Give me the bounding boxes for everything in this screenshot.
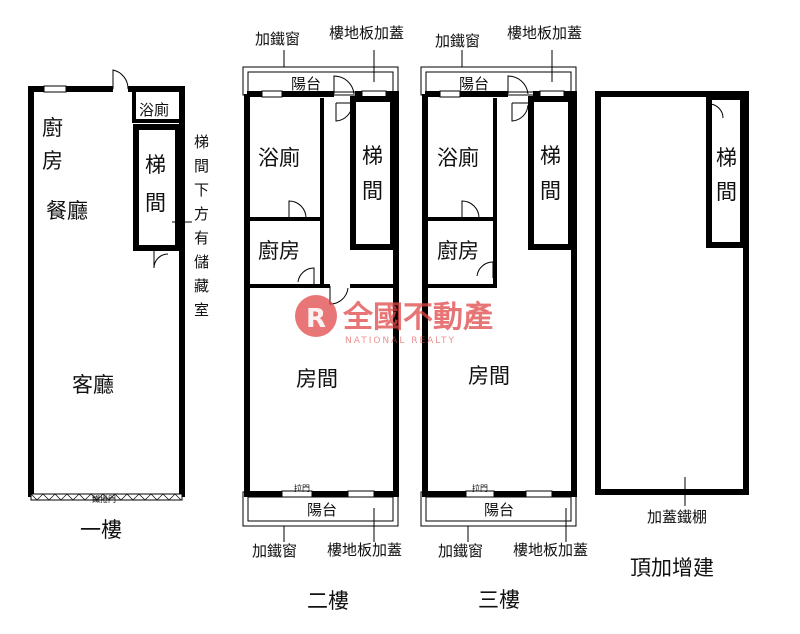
floor1-stairs-char: 梯 <box>145 153 166 177</box>
floor2-balcony-top-label: 陽台 <box>291 75 321 93</box>
rooftop-stairs-wall <box>706 94 746 248</box>
svg-text:R: R <box>306 304 326 334</box>
floor1-storage-note-char: 下 <box>194 181 209 199</box>
floor1-door-label: 鐵捲門 <box>92 494 116 504</box>
floor3-stairs-wall <box>528 96 574 250</box>
floor3-iron-window-bottom: 加鐵窗 <box>438 542 483 560</box>
floor3-iron-window-top: 加鐵窗 <box>435 32 480 50</box>
floor3-floor-cover-bottom: 樓地板加蓋 <box>513 541 588 559</box>
floor2-balcony-bottom-label: 陽台 <box>307 501 337 519</box>
floor2-stairs-char: 梯 <box>362 144 383 168</box>
floor3-kitchen-wall <box>425 219 497 288</box>
floor1-living-label: 客廳 <box>72 373 114 397</box>
floor1-rolling-door <box>30 493 183 501</box>
rooftop-stairs-char: 間 <box>716 180 737 204</box>
floor1-bath-label: 浴廁 <box>139 101 169 119</box>
rooftop-title: 頂加增建 <box>630 556 714 580</box>
floor1-title: 一樓 <box>80 518 122 542</box>
floor2-title: 二樓 <box>307 589 349 613</box>
floor1-door-swing <box>112 69 129 90</box>
floor3-balcony-bottom-label: 陽台 <box>484 501 514 519</box>
floor3-stairs-char: 間 <box>540 179 561 203</box>
watermark-chinese: 全國不動產 <box>342 300 493 335</box>
watermark-logo: R 全國不動產 NATIONAL REALTY <box>295 295 493 346</box>
floor3-balcony-top-label: 陽台 <box>459 75 489 93</box>
floor1-storage-note-char: 方 <box>194 205 209 223</box>
floor1-wall <box>128 86 185 497</box>
floor2-stairs-wall <box>350 96 396 250</box>
floor2-room-label: 房間 <box>296 367 338 391</box>
floor2-plan: 陽台 陽台 浴廁 梯 間 廚房 房間 拉門 加鐵窗 樓地板加蓋 加鐵窗 樓地板加… <box>242 24 404 613</box>
floor3-room-label: 房間 <box>468 364 510 388</box>
floor1-wall <box>28 86 113 497</box>
floor1-kitchen-char: 房 <box>42 149 63 173</box>
floor3-bath-label: 浴廁 <box>437 146 479 170</box>
floor1-plan: 廚 房 餐廳 浴廁 梯 間 客廳 鐵捲門 一樓 梯 間 下 方 有 儲 藏 室 <box>28 69 209 542</box>
floor2-kitchen-label: 廚房 <box>258 239 300 263</box>
floor2-floor-cover-bottom: 樓地板加蓋 <box>327 541 402 559</box>
floor2-iron-window-top: 加鐵窗 <box>255 30 300 48</box>
rooftop-plan: 梯 間 加蓋鐵棚 頂加增建 <box>595 91 749 580</box>
floor1-dining-label: 餐廳 <box>46 199 88 223</box>
floor2-stairs-char: 間 <box>362 179 383 203</box>
floor1-stairs-char: 間 <box>145 191 166 215</box>
watermark-logo-icon <box>295 295 337 337</box>
rooftop-wall <box>595 91 749 495</box>
watermark-english: NATIONAL REALTY <box>345 336 456 346</box>
floor3-title: 三樓 <box>478 588 520 612</box>
floor1-storage-note-char: 室 <box>194 301 209 319</box>
floor2-iron-window-bottom: 加鐵窗 <box>252 542 297 560</box>
floor1-storage-note-char: 藏 <box>194 277 209 295</box>
floor3-plan: 陽台 陽台 浴廁 梯 間 廚房 房間 拉門 加鐵窗 樓地板加蓋 加鐵窗 樓地板加… <box>420 24 588 612</box>
floor1-storage-note-char: 儲 <box>194 253 209 271</box>
floor1-storage-note-char: 間 <box>194 157 209 175</box>
floor1-kitchen-char: 廚 <box>42 116 63 140</box>
floor1-door-swing <box>153 250 169 269</box>
floor3-kitchen-label: 廚房 <box>437 239 479 263</box>
floor3-sliding-door-label: 拉門 <box>472 483 488 493</box>
floor3-stairs-char: 梯 <box>540 144 561 168</box>
floor2-floor-cover-top: 樓地板加蓋 <box>329 24 404 42</box>
rooftop-stairs-char: 梯 <box>716 146 737 170</box>
floor1-window <box>43 85 67 93</box>
floor2-bath-label: 浴廁 <box>258 146 300 170</box>
rooftop-shed-label: 加蓋鐵棚 <box>647 508 707 526</box>
floor1-storage-note-char: 梯 <box>194 133 209 151</box>
floor1-stairs-wall <box>133 124 181 251</box>
floor2-sliding-door-label: 拉門 <box>294 483 310 493</box>
floor1-bath-wall <box>132 92 182 123</box>
floor1-storage-note-char: 有 <box>194 229 209 247</box>
floor3-floor-cover-top: 樓地板加蓋 <box>507 24 582 42</box>
